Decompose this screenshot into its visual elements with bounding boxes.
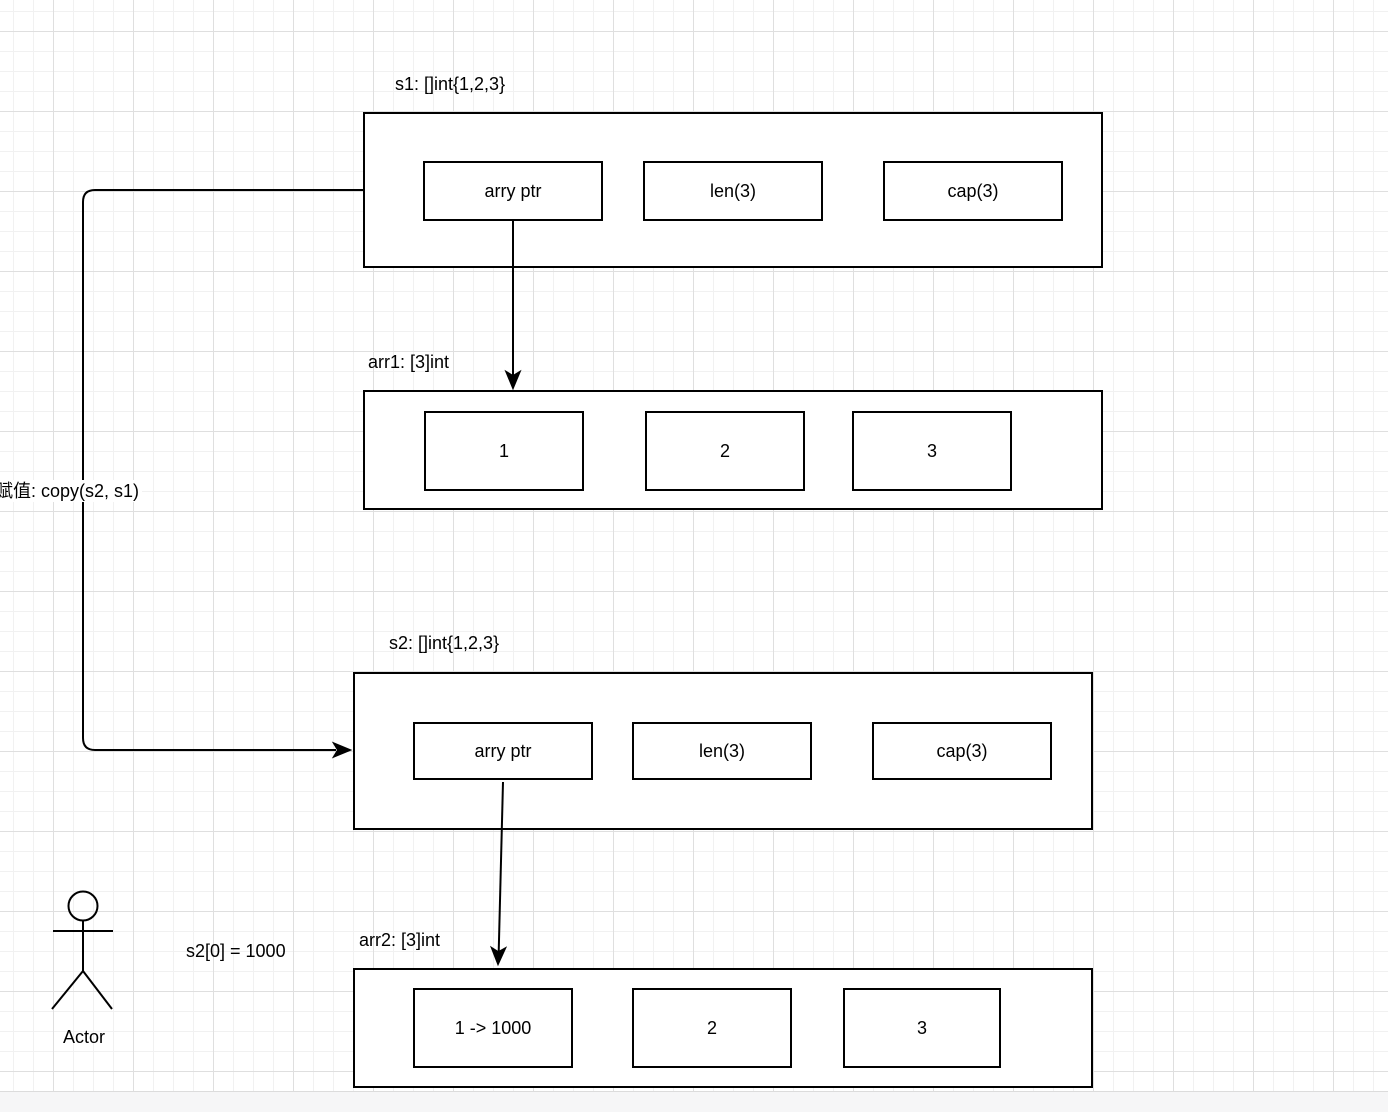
field-s2-arry-ptr[interactable]: arry ptr [413, 722, 593, 780]
label-arr1[interactable]: arr1: [3]int [368, 352, 450, 372]
cell-arr2-0-label: 1 -> 1000 [454, 1017, 532, 1038]
cell-arr2-1[interactable]: 2 [632, 988, 792, 1068]
label-actor[interactable]: Actor [62, 1027, 106, 1047]
cell-arr2-2-label: 3 [916, 1017, 927, 1038]
cell-arr1-0[interactable]: 1 [424, 411, 584, 491]
field-s1-len-label: len(3) [709, 180, 757, 201]
edge-copy-s1-to-s2[interactable] [82, 189, 363, 759]
field-s2-arry-ptr-label: arry ptr [474, 740, 532, 761]
label-s1[interactable]: s1: []int{1,2,3} [395, 74, 506, 94]
cell-arr1-0-label: 1 [498, 440, 509, 461]
cell-arr2-2[interactable]: 3 [843, 988, 1001, 1068]
label-copy-call[interactable]: 赋值: copy(s2, s1) [0, 480, 143, 502]
cell-arr2-1-label: 2 [706, 1017, 717, 1038]
arrow-s2-ptr-to-arr2[interactable] [489, 781, 508, 967]
field-s2-cap[interactable]: cap(3) [872, 722, 1052, 780]
field-s1-arry-ptr[interactable]: arry ptr [423, 161, 603, 221]
label-arr2[interactable]: arr2: [3]int [359, 930, 441, 950]
arrow-s1-ptr-to-arr1[interactable] [504, 221, 522, 391]
actor-head [67, 890, 99, 922]
actor-left-leg [51, 970, 84, 1010]
field-s1-cap-label: cap(3) [947, 180, 999, 201]
label-s2[interactable]: s2: []int{1,2,3} [389, 633, 500, 653]
page-outside-area [0, 1091, 1388, 1112]
field-s1-len[interactable]: len(3) [643, 161, 823, 221]
cell-arr1-2-label: 3 [926, 440, 937, 461]
field-s1-cap[interactable]: cap(3) [883, 161, 1063, 221]
actor-figure[interactable] [51, 890, 113, 1010]
actor-right-leg [82, 970, 113, 1010]
field-s2-cap-label: cap(3) [936, 740, 988, 761]
cell-arr2-0[interactable]: 1 -> 1000 [413, 988, 573, 1068]
cell-arr1-1-label: 2 [719, 440, 730, 461]
label-assignment[interactable]: s2[0] = 1000 [186, 941, 286, 961]
cell-arr1-1[interactable]: 2 [645, 411, 805, 491]
field-s2-len-label: len(3) [698, 740, 746, 761]
cell-arr1-2[interactable]: 3 [852, 411, 1012, 491]
field-s1-arry-ptr-label: arry ptr [484, 180, 542, 201]
field-s2-len[interactable]: len(3) [632, 722, 812, 780]
